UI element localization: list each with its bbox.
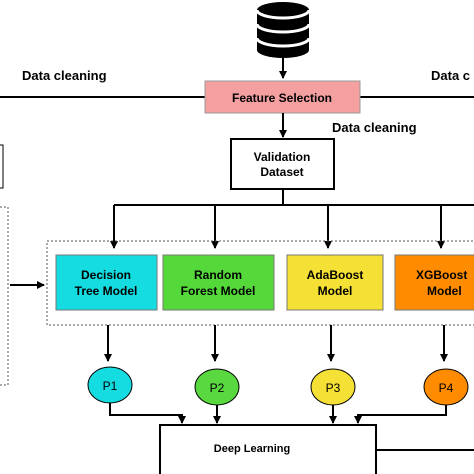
data-cleaning-left-label: Data cleaning bbox=[22, 68, 107, 83]
model-rect-1 bbox=[55, 254, 158, 311]
data-cleaning-mid-label: Data cleaning bbox=[332, 120, 417, 135]
models-container bbox=[46, 240, 474, 326]
model-3-line2: Model bbox=[318, 284, 353, 298]
arrow-p4-to-deep bbox=[354, 405, 447, 424]
arrow-p1-to-deep bbox=[109, 403, 186, 424]
validation-line1: Validation bbox=[254, 150, 311, 164]
feature-selection-box: Feature Selection bbox=[204, 80, 361, 114]
deep-learning-label: Deep Learning bbox=[214, 443, 290, 455]
p1-label: P1 bbox=[103, 379, 118, 393]
prediction-p3: P3 bbox=[310, 368, 356, 406]
p3-label: P3 bbox=[326, 381, 341, 395]
model-2-line2: Forest Model bbox=[181, 284, 256, 298]
model-3-line1: AdaBoost bbox=[307, 268, 364, 282]
model-4-line2: Model bbox=[427, 284, 462, 298]
validation-line2: Dataset bbox=[260, 165, 303, 179]
model-rect-2 bbox=[162, 254, 275, 311]
data-cleaning-right-label: Data c bbox=[431, 68, 470, 83]
left-dashed-box bbox=[0, 206, 9, 386]
model-2-line1: Random bbox=[194, 268, 242, 282]
model-1-line1: Decision bbox=[81, 268, 131, 282]
model-box-decision-tree: Decision Tree Model bbox=[55, 254, 158, 311]
p4-label: P4 bbox=[439, 381, 454, 395]
prediction-p1: P1 bbox=[87, 366, 133, 404]
model-box-random-forest: Random Forest Model bbox=[162, 254, 275, 311]
database-icon bbox=[255, 2, 311, 58]
validation-dataset-box: Validation Dataset bbox=[230, 138, 335, 190]
model-box-xgboost: XGBoost Model bbox=[394, 254, 474, 311]
model-rect-3 bbox=[286, 254, 384, 311]
model-1-line2: Tree Model bbox=[75, 284, 138, 298]
feature-selection-rect bbox=[204, 80, 361, 114]
deep-learning-box: Deep Learning bbox=[159, 424, 377, 474]
model-rect-4 bbox=[394, 254, 474, 311]
feature-selection-label: Feature Selection bbox=[232, 91, 332, 105]
model-box-adaboost: AdaBoost Model bbox=[286, 254, 384, 311]
model-4-line1: XGBoost bbox=[416, 268, 467, 282]
p2-label: P2 bbox=[210, 381, 225, 395]
prediction-p2: P2 bbox=[194, 368, 240, 406]
prediction-p4: P4 bbox=[423, 368, 469, 406]
left-bracket bbox=[0, 144, 4, 189]
